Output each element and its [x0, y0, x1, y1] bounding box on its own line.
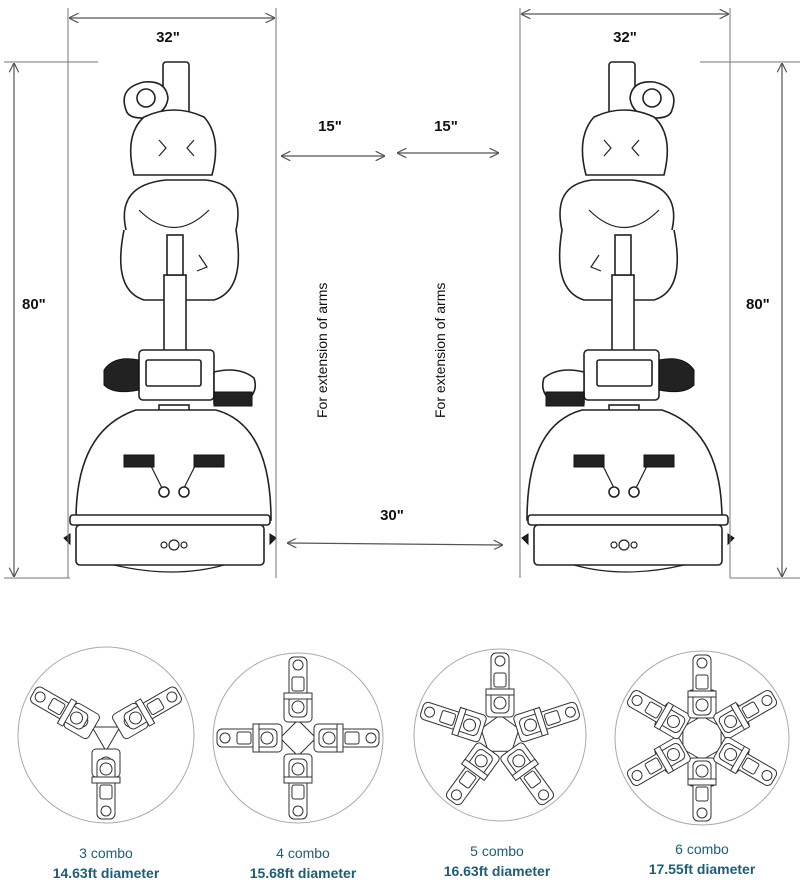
combo-4-label: 4 combo — [276, 845, 330, 861]
left-width-label: 32" — [156, 29, 180, 46]
combo-layouts — [17, 646, 790, 826]
right-arm-note: For extension of arms — [432, 283, 448, 418]
right-width-label: 32" — [613, 29, 637, 46]
combo-3-label: 3 combo — [79, 845, 133, 861]
combo-6-label: 6 combo — [675, 841, 729, 857]
center-hub — [91, 726, 121, 752]
right-height-label: 80" — [746, 296, 770, 313]
center-hub — [480, 714, 520, 752]
left-unit-drawing — [63, 61, 277, 573]
combo-4-diameter: 15.68ft diameter — [250, 865, 357, 881]
combo-6-diameter: 17.55ft diameter — [649, 861, 756, 877]
chair-unit — [516, 695, 583, 742]
combo-3-diameter: 14.63ft diameter — [53, 865, 160, 881]
combo-5-diameter: 16.63ft diameter — [444, 863, 551, 879]
combo-4-diagram — [212, 652, 384, 824]
combo-5-label: 5 combo — [470, 843, 524, 859]
center-hub — [279, 719, 317, 757]
combo-3-diagram — [17, 646, 195, 824]
diameter-circle — [17, 646, 195, 824]
combo-5-diagram — [413, 648, 587, 822]
left-arm-note: For extension of arms — [314, 283, 330, 418]
right-clearance-label: 15" — [434, 118, 458, 135]
gap-label: 30" — [380, 507, 404, 524]
gap-arrow — [288, 543, 502, 545]
chair-unit — [417, 695, 484, 742]
left-clearance-label: 15" — [318, 118, 342, 135]
combo-6-diagram — [614, 650, 790, 826]
diameter-circle — [413, 648, 587, 822]
diameter-circle — [212, 652, 384, 824]
diameter-circle — [614, 650, 790, 826]
right-unit-drawing — [521, 61, 735, 573]
center-hub — [682, 715, 722, 761]
left-height-label: 80" — [22, 296, 46, 313]
